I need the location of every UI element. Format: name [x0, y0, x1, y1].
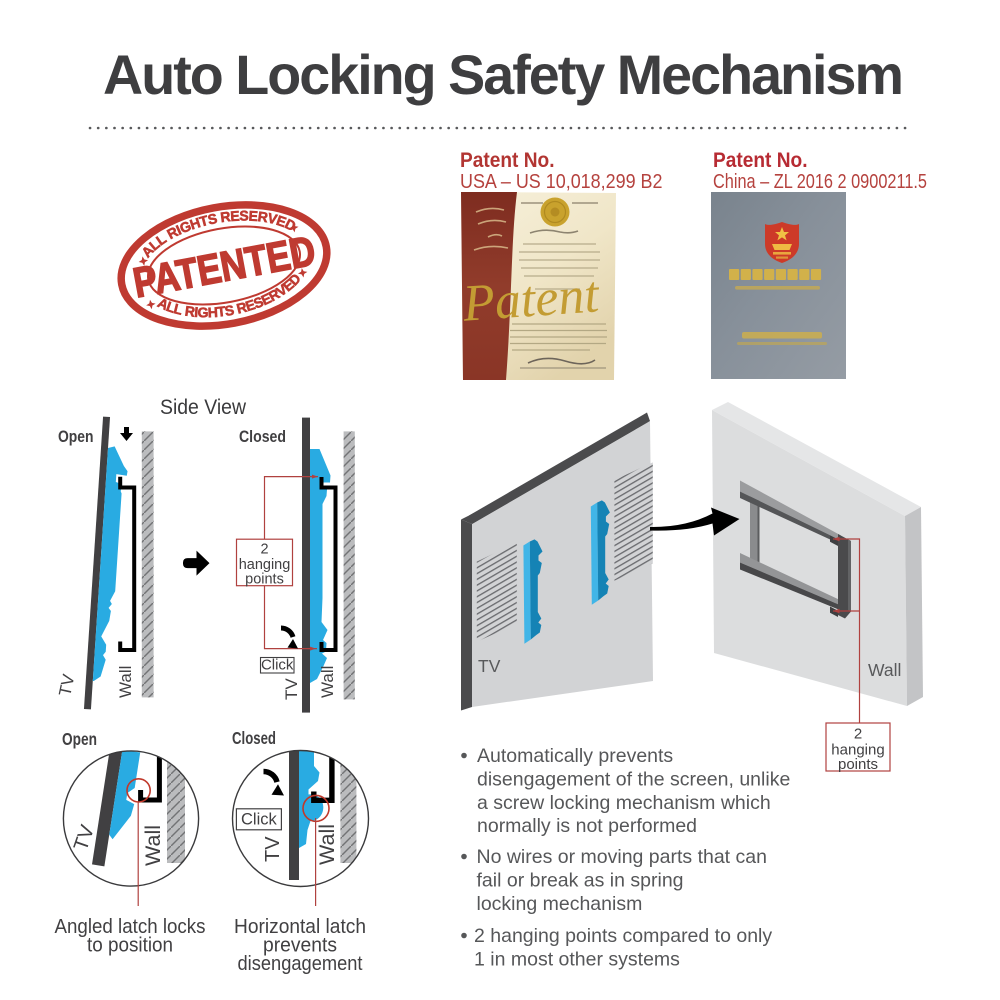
svg-text:H: H	[207, 304, 218, 320]
svg-text:a screw locking mechanism whic: a screw locking mechanism which	[477, 792, 771, 814]
svg-text:fail or break as in spring: fail or break as in spring	[477, 869, 684, 891]
svg-text:locking mechanism: locking mechanism	[477, 893, 643, 915]
svg-text:S: S	[239, 207, 248, 223]
svg-text:Patent No.: Patent No.	[713, 149, 808, 172]
svg-text:R: R	[184, 303, 196, 320]
svg-text:Patent No.: Patent No.	[460, 149, 555, 172]
svg-text:R: R	[257, 208, 269, 225]
svg-text:hanging: hanging	[831, 742, 884, 759]
svg-text:Click: Click	[241, 811, 277, 829]
svg-text:TV: TV	[478, 656, 501, 676]
svg-text:G: G	[197, 304, 208, 320]
svg-text:T: T	[216, 303, 227, 320]
svg-text:Click: Click	[261, 657, 294, 674]
svg-text:Side View: Side View	[160, 396, 247, 419]
svg-text:Wall: Wall	[868, 660, 901, 680]
svg-text:TV: TV	[55, 672, 78, 698]
svg-text:I: I	[174, 222, 184, 238]
svg-text:points: points	[838, 756, 878, 773]
svg-text:China – ZL 2016 2 0900211.5: China – ZL 2016 2 0900211.5	[713, 171, 927, 193]
svg-text:Horizontal latch: Horizontal latch	[234, 915, 366, 938]
svg-text:hanging: hanging	[239, 557, 291, 573]
svg-text:Closed: Closed	[239, 428, 286, 446]
svg-text:R: R	[219, 208, 231, 225]
svg-text:TV: TV	[262, 836, 284, 862]
svg-text:I: I	[194, 304, 199, 320]
svg-text:Auto Locking Safety Mechanism: Auto Locking Safety Mechanism	[103, 43, 902, 106]
svg-text:disengagement of the screen, u: disengagement of the screen, unlike	[477, 768, 790, 790]
svg-text:2: 2	[854, 726, 862, 743]
svg-text:Closed: Closed	[232, 728, 276, 748]
svg-text:1 in most other systems: 1 in most other systems	[474, 948, 680, 970]
svg-text:2: 2	[260, 542, 268, 558]
svg-text:E: E	[230, 208, 240, 225]
svg-text:TV: TV	[282, 678, 301, 700]
svg-text:Automatically prevents: Automatically prevents	[477, 745, 673, 767]
svg-text:Wall: Wall	[116, 666, 135, 698]
svg-text:E: E	[248, 207, 258, 224]
svg-text:Open: Open	[62, 729, 97, 749]
svg-text:Angled latch locks: Angled latch locks	[55, 915, 206, 938]
svg-text:Wall: Wall	[141, 825, 165, 866]
svg-text:normally is not performed: normally is not performed	[477, 815, 697, 837]
svg-text:S: S	[224, 302, 236, 319]
svg-text:2 hanging points compared to o: 2 hanging points compared to only	[474, 925, 772, 947]
svg-text:Open: Open	[58, 428, 94, 446]
svg-text:Patent: Patent	[460, 266, 602, 333]
svg-text:S: S	[206, 210, 218, 228]
svg-text:USA – US 10,018,299 B2: USA – US 10,018,299 B2	[460, 171, 663, 193]
svg-text:points: points	[245, 572, 284, 588]
svg-text:disengagement: disengagement	[238, 952, 363, 975]
svg-text:H: H	[188, 214, 203, 232]
svg-text:Wall: Wall	[318, 666, 337, 698]
svg-text:Wall: Wall	[315, 824, 339, 865]
svg-text:No wires or moving parts that: No wires or moving parts that can	[477, 846, 767, 868]
svg-text:R: R	[235, 299, 249, 317]
svg-text:prevents: prevents	[263, 934, 337, 957]
svg-text:to position: to position	[87, 934, 173, 957]
